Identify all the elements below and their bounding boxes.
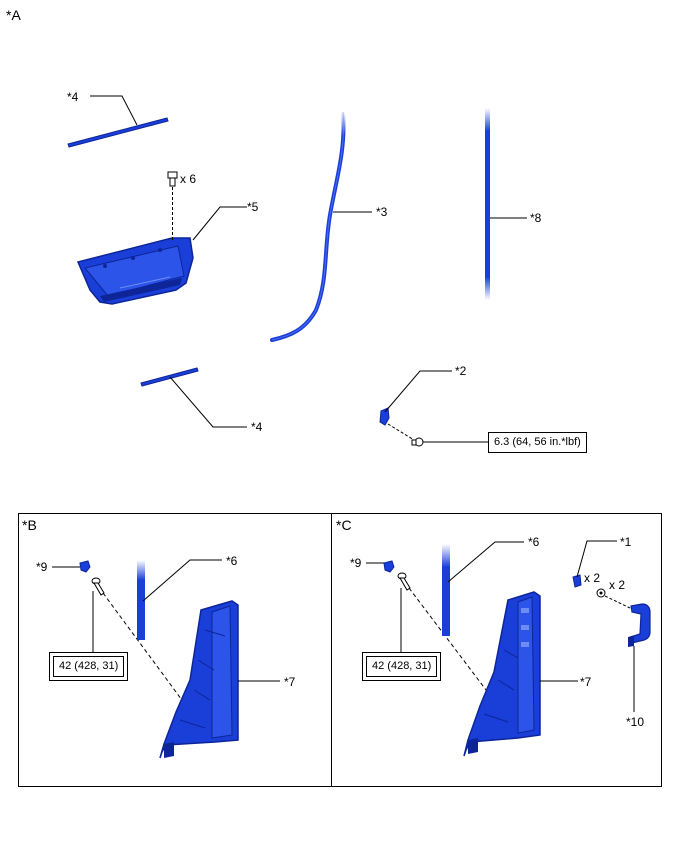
- clip-1-quantity: x 2: [584, 571, 601, 585]
- label-6-b: *6: [226, 554, 238, 568]
- screw-dash-c: [408, 587, 515, 728]
- label-8: *8: [530, 211, 542, 225]
- leader-2: [384, 370, 452, 413]
- section-a-title: *A: [6, 7, 21, 23]
- leader-6-b: [142, 559, 222, 602]
- clip-9-b: [79, 560, 91, 573]
- label-5: *5: [247, 200, 259, 214]
- label-6-c: *6: [528, 535, 540, 549]
- leader-4-lower: [169, 376, 247, 428]
- bolt-10-quantity: x 2: [609, 578, 626, 592]
- clip-icon: [167, 171, 178, 187]
- weatherstrip-3: [270, 110, 346, 342]
- trim-strip-lower: [140, 367, 199, 387]
- pillar-trim-7-b: [159, 600, 239, 759]
- bolt-10-icon: [596, 588, 606, 598]
- screw-dash-b: [102, 592, 208, 735]
- section-b-panel: [18, 513, 332, 787]
- screw-b-icon: [91, 577, 105, 596]
- strip-8: [485, 108, 490, 300]
- label-1: *1: [620, 535, 632, 549]
- leader-6-c: [447, 541, 524, 583]
- leader-1: [576, 540, 617, 578]
- label-2: *2: [455, 364, 467, 378]
- strip-6-b: [137, 560, 145, 640]
- trim-strip-upper: [67, 117, 169, 148]
- torque-spec-b-value: 42 (428, 31): [53, 656, 125, 677]
- label-9-c: *9: [350, 556, 362, 570]
- leader-5: [192, 206, 247, 241]
- label-7-c: *7: [580, 675, 592, 689]
- clip-9-c: [383, 560, 395, 573]
- label-4-lower: *4: [251, 420, 263, 434]
- section-b-title: *B: [22, 517, 37, 533]
- clip-quantity: x 6: [180, 172, 197, 186]
- grab-handle-10: [628, 603, 651, 647]
- strip-6-c: [442, 544, 450, 636]
- torque-spec-c: 42 (428, 31): [362, 652, 442, 681]
- cover-part-5: [76, 237, 194, 305]
- pillar-trim-7-c: [463, 591, 541, 757]
- leader-4-upper: [90, 95, 138, 126]
- label-9-b: *9: [36, 560, 48, 574]
- torque-spec-c-value: 42 (428, 31): [366, 656, 438, 677]
- torque-spec-a: 6.3 (64, 56 in.*lbf): [488, 432, 587, 453]
- label-3: *3: [376, 205, 388, 219]
- section-c-panel: [331, 513, 662, 787]
- bolt-dash-line: [387, 423, 415, 441]
- bracket-2: [379, 407, 390, 426]
- label-10: *10: [626, 715, 645, 729]
- bolt-icon: [411, 437, 424, 447]
- screw-c-icon: [397, 572, 411, 591]
- label-7-b: *7: [284, 675, 296, 689]
- label-4-upper: *4: [67, 90, 79, 104]
- torque-spec-b: 42 (428, 31): [49, 652, 129, 681]
- section-c-title: *C: [336, 517, 352, 533]
